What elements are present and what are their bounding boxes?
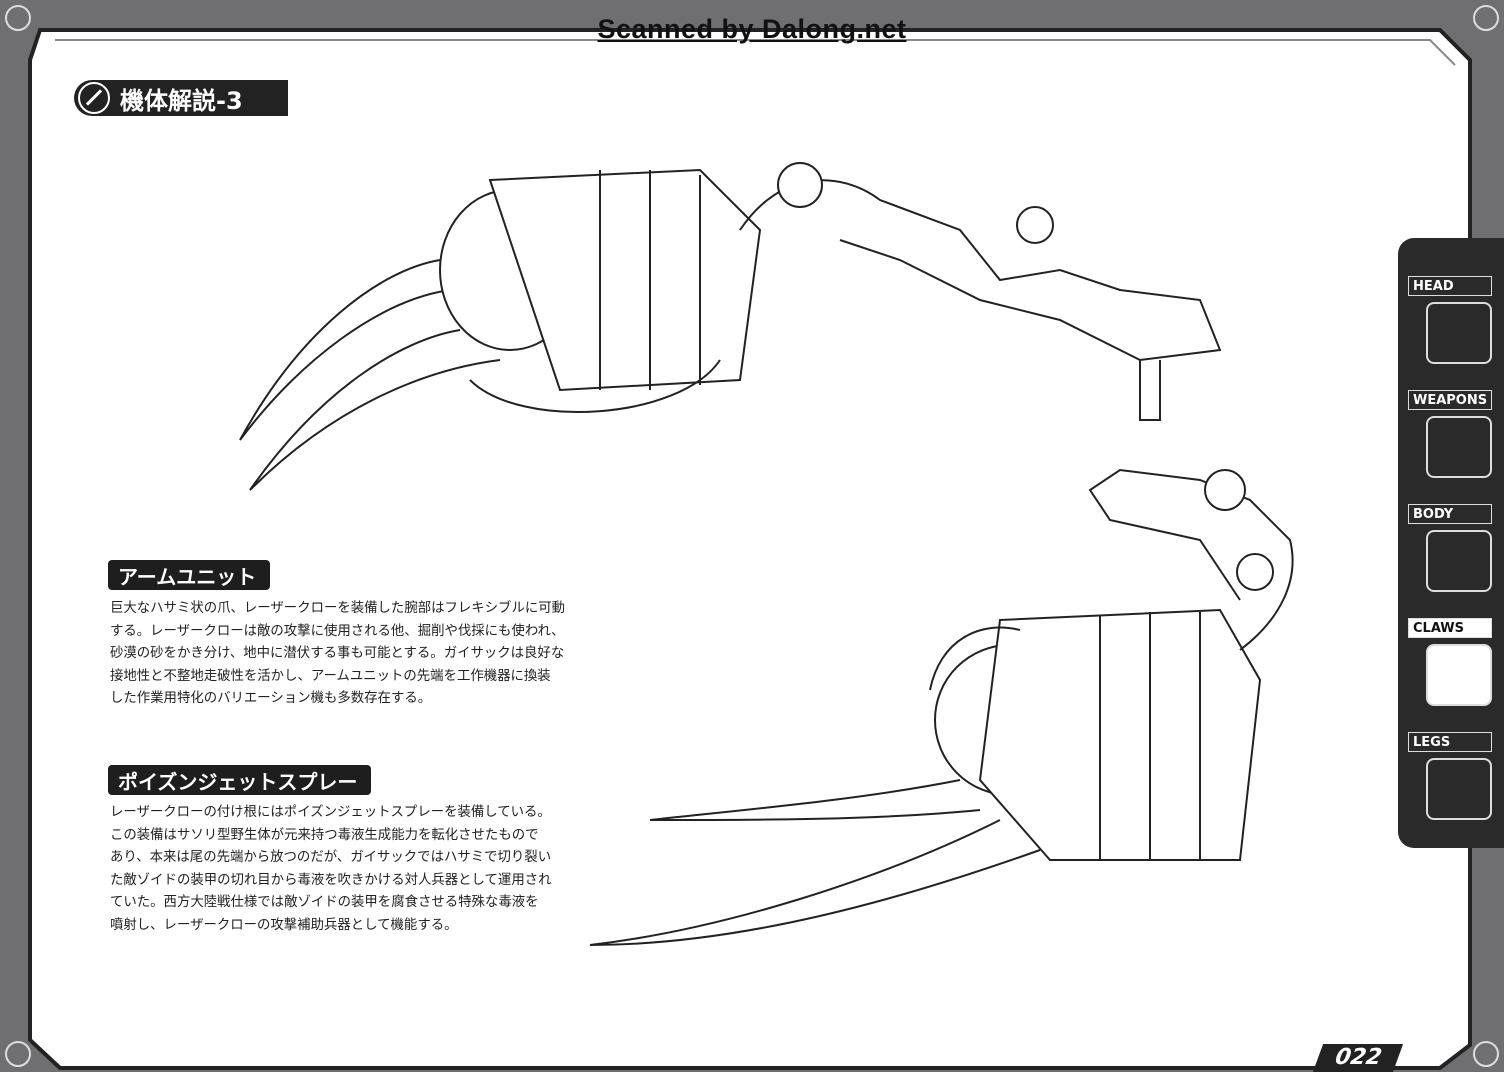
section-tabs: HEAD WEAPONS BODY CLAWS LEGS	[1398, 238, 1504, 848]
body-icon	[1426, 530, 1492, 592]
section-heading-poison-jet-spray: ポイズンジェットスプレー	[108, 765, 372, 795]
claws-icon	[1426, 644, 1492, 706]
text-line: ていた。西方大陸戦仕様では敵ゾイドの装甲を腐食させる特殊な毒液を	[110, 895, 539, 911]
section-body-arm-unit: 巨大なハサミ状の爪、レーザークローを装備した腕部はフレキシブルに可動 する。レー…	[110, 598, 590, 711]
upper-claw-illustration	[239, 162, 1222, 491]
page-title: 機体解説-3	[74, 80, 288, 116]
text-line: 接地性と不整地走破性を活かし、アームユニットの先端を工作機器に換装	[110, 668, 551, 684]
text-line: 巨大なハサミ状の爪、レーザークローを装備した腕部はフレキシブルに可動	[110, 601, 566, 616]
section-heading-arm-unit: アームユニット	[108, 560, 271, 590]
tab-claws[interactable]: CLAWS	[1408, 618, 1494, 716]
page-title-text: 機体解説-3	[120, 86, 243, 115]
weapons-icon	[1426, 416, 1492, 478]
tab-label: LEGS	[1408, 732, 1492, 752]
tab-body[interactable]: BODY	[1408, 504, 1494, 602]
tab-weapons[interactable]: WEAPONS	[1408, 390, 1494, 488]
legs-icon	[1426, 758, 1492, 820]
tab-label: HEAD	[1408, 276, 1492, 296]
text-line: この装備はサソリ型野生体が元来持つ毒液生成能力を転化させたもので	[110, 827, 539, 843]
section-body-poison-jet-spray: レーザークローの付け根にはポイズンジェットスプレーを装備している。 この装備はサ…	[110, 802, 590, 938]
text-line: する。レーザークローは敵の攻撃に使用される他、掘削や伐採にも使われ、	[110, 623, 565, 639]
scan-watermark: Scanned by Dalong.net	[597, 14, 907, 44]
text-line: あり、本来は尾の先端から放つのだが、ガイサックではハサミで切り裂い	[110, 850, 552, 866]
tab-label: CLAWS	[1408, 618, 1492, 638]
text-line: 砂漠の砂をかき分け、地中に潜伏する事も可能とする。ガイサックは良好な	[110, 646, 565, 662]
compass-icon	[78, 82, 110, 114]
lower-claw-illustration	[589, 468, 1294, 946]
page-number: 022	[1312, 1044, 1404, 1072]
text-line: た敵ゾイドの装甲の切れ目から毒液を吹きかける対人兵器として運用され	[110, 872, 552, 888]
text-line: レーザークローの付け根にはポイズンジェットスプレーを装備している。	[110, 805, 551, 820]
tab-head[interactable]: HEAD	[1408, 276, 1494, 374]
tab-legs[interactable]: LEGS	[1408, 732, 1494, 830]
text-line: 噴射し、レーザークローの攻撃補助兵器として機能する。	[110, 917, 458, 933]
tab-label: WEAPONS	[1408, 390, 1492, 410]
head-icon	[1426, 302, 1492, 364]
text-line: した作業用特化のバリエーション機も多数存在する。	[110, 691, 432, 707]
tab-label: BODY	[1408, 504, 1492, 524]
